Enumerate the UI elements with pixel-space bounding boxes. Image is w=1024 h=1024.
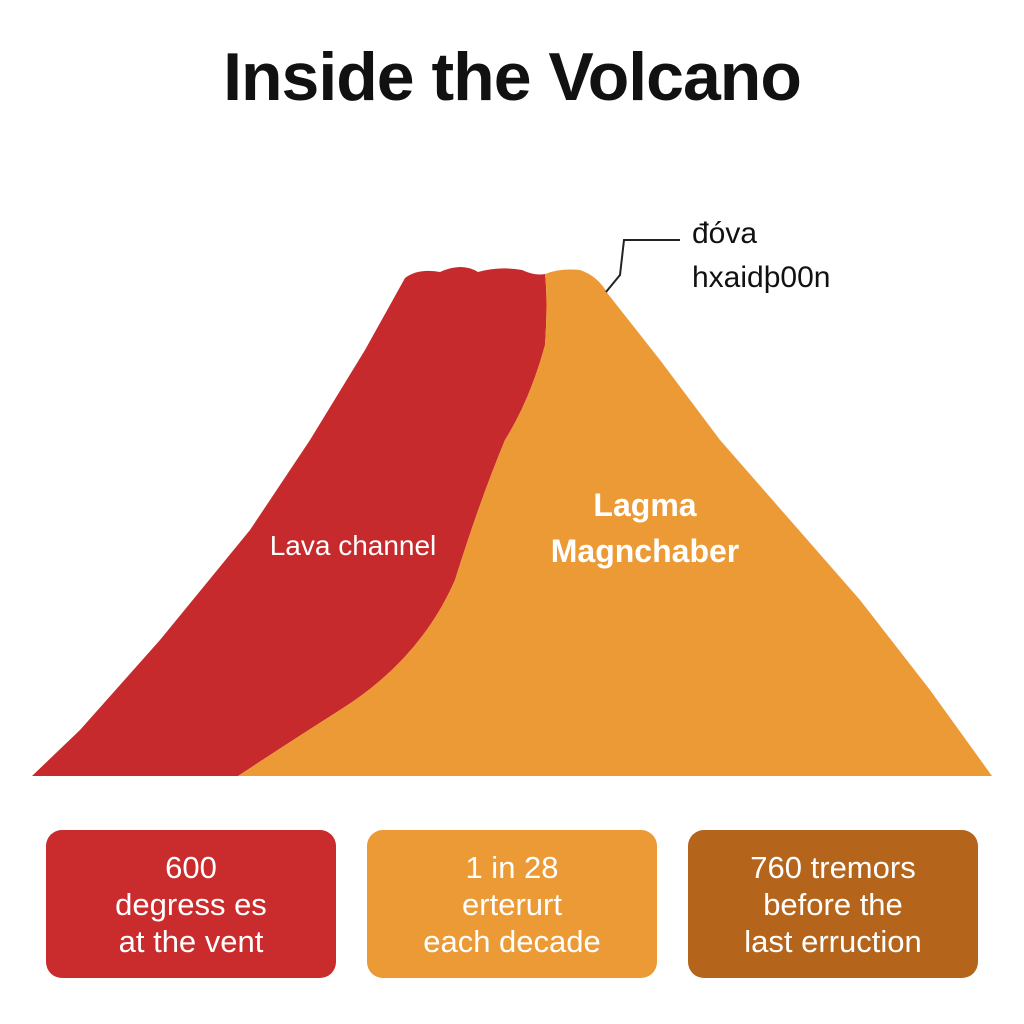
stat-line: 1 in 28 [465,849,559,885]
volcano-diagram [32,239,992,776]
page-title: Inside the Volcano [223,39,802,115]
stat-line: at the vent [118,923,264,959]
stat-card-tremors: 760 tremors before the last erruction [688,830,978,978]
stat-card-eruption-frequency: 1 in 28 erterurt each decade [367,830,657,978]
stat-line: 760 tremors [750,849,916,885]
lava-channel-label: Lava channel [269,530,437,561]
stat-line: each decade [423,923,601,959]
stat-line: last erruction [744,923,922,959]
callout-label-line1: đóva [692,217,758,250]
magma-label-line1: Lagma [593,487,697,523]
magma-chamber-region [238,269,992,776]
stat-line: erterurt [462,886,562,922]
callout-label-line2: hxaidþ00n [692,261,831,294]
stat-line: before the [763,886,903,922]
magma-label-line2: Magnchaber [550,533,740,569]
magma-chamber-label: Lagma Magnchaber [520,482,770,574]
lava-channel-region [32,267,547,776]
callout-leader-line [605,239,680,293]
stat-card-vent-temperature: 600 degress es at the vent [46,830,336,978]
stat-line: degress es [115,886,267,922]
stat-line: 600 [165,849,217,885]
